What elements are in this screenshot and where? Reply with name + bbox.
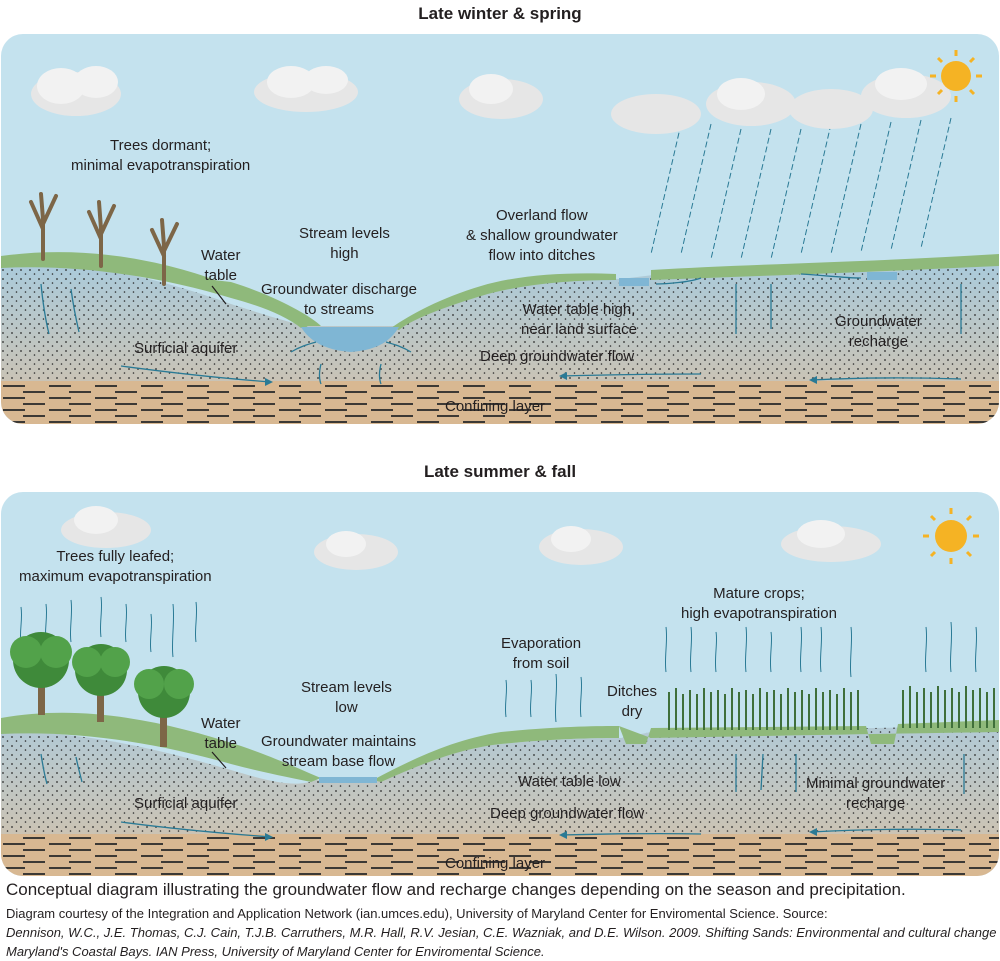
leafy-tree-icon (10, 632, 72, 715)
cloud-icon (254, 66, 358, 112)
label-confining-layer: Confining layer (445, 398, 546, 415)
arrow-heads (265, 828, 817, 841)
stream (301, 327, 399, 352)
rain-icon (650, 117, 952, 260)
label-water-table-high: Water table high,near land surface (521, 301, 637, 338)
figure-caption: Conceptual diagram illustrating the grou… (6, 880, 906, 899)
source-citation: Dennison, W.C., J.E. Thomas, C.J. Cain, … (6, 925, 1000, 940)
source-citation: Maryland's Coastal Bays. IAN Press, Univ… (6, 944, 545, 959)
leafy-tree-icon (72, 644, 130, 722)
label-water-table-low: Water table low (518, 773, 621, 790)
summer-scene (1, 492, 999, 876)
label-surficial-aquifer: Surficial aquifer (134, 795, 238, 812)
sun-icon (930, 50, 982, 102)
flow-arrows (40, 753, 965, 838)
label-surficial-aquifer: Surficial aquifer (134, 340, 238, 357)
bare-tree-icon (29, 192, 179, 286)
label-trees-dormant: Trees dormant;minimal evapotranspiration (71, 137, 251, 174)
credit-line: Diagram courtesy of the Integration and … (6, 906, 828, 921)
label-deep-flow: Deep groundwater flow (480, 348, 635, 365)
panel-spring: Trees dormant;minimal evapotranspiration… (1, 34, 999, 424)
land-surface (1, 712, 321, 782)
label-trees-leafed: Trees fully leafed;maximum evapotranspir… (19, 548, 212, 585)
cloud-icon (781, 520, 881, 562)
spring-scene (1, 34, 999, 424)
panel-title-summer: Late summer & fall (423, 462, 577, 481)
crop-icon (668, 686, 995, 730)
label-deep-flow: Deep groundwater flow (490, 805, 645, 822)
water-table-pointer (211, 285, 227, 305)
cloud-icon (61, 506, 151, 548)
arrow-heads (265, 372, 817, 386)
ditch-water (867, 272, 897, 280)
stream (319, 777, 377, 783)
cloud-icon (314, 531, 398, 570)
sun-icon (923, 508, 979, 564)
cloud-icon (611, 68, 951, 134)
cloud-icon (539, 526, 623, 565)
leafy-tree-icon (134, 666, 194, 747)
cloud-icon (459, 74, 543, 119)
evaporation-arrow-icon (19, 596, 978, 723)
panel-title-spring: Late winter & spring (418, 4, 582, 23)
label-mature-crops: Mature crops;high evapotranspiration (681, 585, 837, 622)
panel-summer: Trees fully leafed;maximum evapotranspir… (1, 492, 999, 876)
flow-arrows (40, 273, 962, 385)
label-confining-layer: Confining layer (445, 855, 546, 872)
water-table-pointer (211, 751, 227, 769)
ditch-water (619, 278, 649, 286)
cloud-icon (31, 66, 121, 116)
